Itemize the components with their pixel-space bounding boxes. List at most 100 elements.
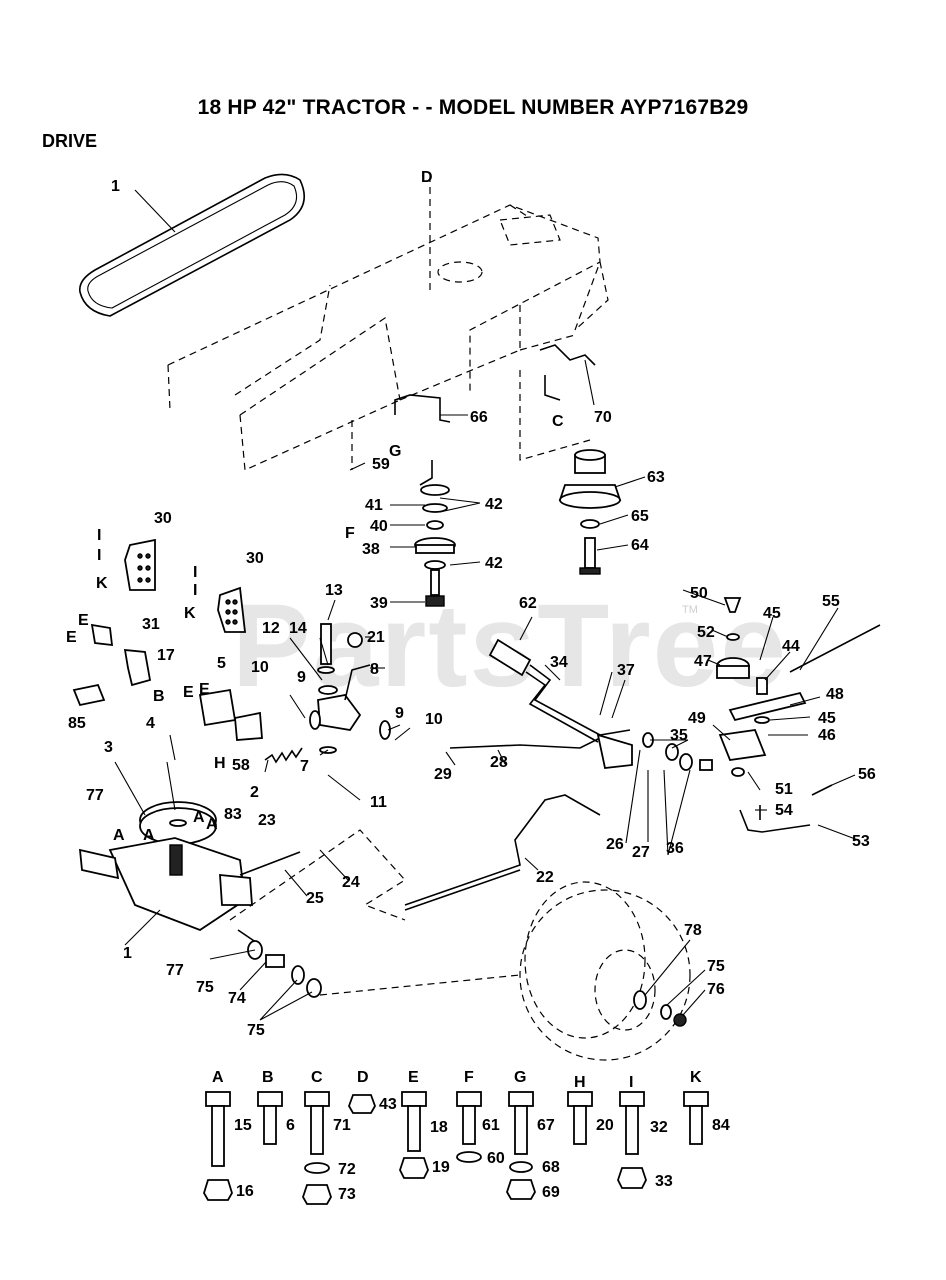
idler-pulley-assembly <box>414 460 456 607</box>
bracket-30-right <box>217 586 247 633</box>
callout-75c: 75 <box>707 958 725 975</box>
hw-nut-19: 19 <box>432 1159 450 1176</box>
callout-75a: 75 <box>196 979 214 996</box>
callout-42a: 42 <box>485 496 503 513</box>
hw-bolt-18: 18 <box>430 1119 448 1136</box>
callout-57: 1 <box>111 178 120 195</box>
transaxle-assembly <box>78 801 301 946</box>
svg-text:K: K <box>184 605 196 622</box>
svg-text:K: K <box>96 575 108 592</box>
bracket-31-17 <box>90 623 152 687</box>
callout-70: 70 <box>594 409 612 426</box>
callout-48: 48 <box>826 686 844 703</box>
callout-75b: 75 <box>247 1022 265 1039</box>
hw-letter-I: I <box>629 1074 633 1091</box>
callout-30a: 30 <box>154 510 172 527</box>
hw-bolt-67: 67 <box>537 1117 555 1134</box>
hw-letter-K: K <box>690 1069 702 1086</box>
callout-55: 55 <box>822 593 840 610</box>
callout-50: 50 <box>690 585 708 602</box>
callout-64: 64 <box>631 537 649 554</box>
rod-56 <box>811 784 833 796</box>
callout-22: 22 <box>536 869 554 886</box>
bracket-5-58 <box>198 688 263 741</box>
leader-lines <box>114 189 859 1021</box>
hw-nut-69: 69 <box>542 1184 560 1201</box>
callout-29: 29 <box>434 766 452 783</box>
control-arm <box>309 623 391 754</box>
callout-44: 44 <box>782 638 800 655</box>
hw-letter-C: C <box>311 1069 323 1086</box>
callout-21: 21 <box>367 629 385 646</box>
callout-10b: 10 <box>425 711 443 728</box>
callout-23: 23 <box>258 812 276 829</box>
callout-63: 63 <box>647 469 665 486</box>
callout-5: 5 <box>217 655 226 672</box>
rear-wheel <box>229 829 691 1061</box>
diagram-title: 18 HP 42" TRACTOR - - MODEL NUMBER AYP71… <box>197 96 749 119</box>
callout-2: 2 <box>250 784 259 801</box>
callout-83: 83 <box>224 806 242 823</box>
callout-17: 17 <box>157 647 175 664</box>
callout-42b: 42 <box>485 555 503 572</box>
callout-52: 52 <box>697 624 715 641</box>
callout-76: 76 <box>707 981 725 998</box>
hw-bolt-84: 84 <box>712 1117 730 1134</box>
callout-25: 25 <box>306 890 324 907</box>
reference-letters: D C G F I I K I I K E E B E E H A A A A <box>66 169 564 844</box>
callout-9b: 9 <box>395 705 404 722</box>
bracket-30-left <box>124 538 156 591</box>
callout-41: 41 <box>365 497 383 514</box>
callout-14: 14 <box>289 620 307 637</box>
hw-letter-B: B <box>262 1069 274 1086</box>
brake-lever <box>488 638 633 769</box>
hw-letter-G: G <box>514 1069 526 1086</box>
hw-nut-43: 43 <box>379 1096 397 1113</box>
callout-3: 3 <box>104 739 113 756</box>
svg-text:E: E <box>66 629 77 646</box>
hw-nut-33: 33 <box>655 1173 673 1190</box>
callout-58: 58 <box>232 757 250 774</box>
callout-47: 47 <box>694 653 712 670</box>
callout-39: 39 <box>370 595 388 612</box>
svg-text:A: A <box>193 809 205 826</box>
callout-7: 7 <box>300 758 309 775</box>
hw-washer-68: 68 <box>542 1159 560 1176</box>
callout-51: 51 <box>775 781 793 798</box>
callout-78: 78 <box>684 922 702 939</box>
hw-bolt-15: 15 <box>234 1117 252 1134</box>
spring-2 <box>264 747 303 764</box>
callout-1: 1 <box>123 945 132 962</box>
callout-45a: 45 <box>763 605 781 622</box>
callout-77a: 77 <box>86 787 104 804</box>
engine-pulley <box>558 449 622 575</box>
hub-hardware <box>633 990 687 1027</box>
svg-text:I: I <box>97 547 101 564</box>
callout-34: 34 <box>550 654 568 671</box>
svg-text:H: H <box>214 755 226 772</box>
svg-text:I: I <box>97 527 101 544</box>
hw-bolt-71: 71 <box>333 1117 351 1134</box>
hw-letter-A: A <box>212 1069 224 1086</box>
pivot-hardware <box>642 732 713 771</box>
hardware-labels: A 15 16 B 6 C 71 72 73 D 43 E 18 19 F 61… <box>212 1069 730 1203</box>
callout-28: 28 <box>490 754 508 771</box>
svg-text:E: E <box>183 684 194 701</box>
hw-letter-H: H <box>574 1074 586 1091</box>
callout-26: 26 <box>606 836 624 853</box>
callout-labels: 1 1 2 3 4 5 7 8 9 9 10 10 11 12 13 14 17… <box>68 178 876 1039</box>
svg-text:E: E <box>78 612 89 629</box>
callout-37: 37 <box>617 662 635 679</box>
plate-85 <box>72 683 106 707</box>
hw-washer-60: 60 <box>487 1150 505 1167</box>
hw-washer-72: 72 <box>338 1161 356 1178</box>
drive-belt <box>78 173 306 317</box>
section-label: DRIVE <box>42 131 98 151</box>
svg-text:I: I <box>193 582 197 599</box>
callout-54: 54 <box>775 802 793 819</box>
hw-bolt-61: 61 <box>482 1117 500 1134</box>
axle-washers <box>247 940 322 998</box>
svg-text:B: B <box>153 688 165 705</box>
callout-74: 74 <box>228 990 246 1007</box>
shift-rods <box>404 737 601 911</box>
